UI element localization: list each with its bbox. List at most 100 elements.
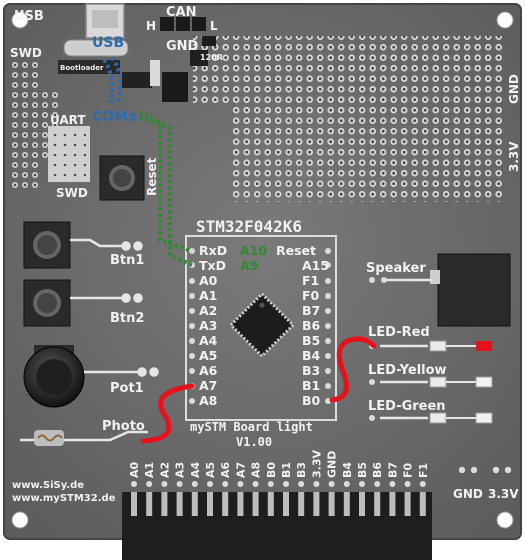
header-pin: [252, 492, 259, 516]
bootloader-label: Bootloader: [60, 64, 104, 72]
board-version: V1.00: [236, 435, 272, 449]
photo-resistor: [34, 430, 64, 446]
header-pin-label: B5: [356, 462, 369, 478]
red-wire-led: [329, 336, 377, 403]
board-subtitle: mySTM Board light: [190, 420, 313, 434]
header-pin-label: A8: [250, 462, 263, 478]
header-pin: [267, 492, 274, 516]
btn1-label: Btn1: [110, 253, 144, 268]
header-pin-label: B3: [295, 462, 308, 478]
overlay-comx-label: COMx: [92, 109, 137, 125]
mcu-pin-label-left: TxD: [199, 258, 226, 273]
mcu-pin-label-left: RxD: [199, 243, 227, 258]
header-pin: [374, 492, 381, 516]
header-hole: [161, 481, 168, 487]
mcu-pin-label-right: F0: [302, 288, 320, 303]
can-header: [160, 17, 206, 31]
header-hole: [237, 481, 244, 487]
header-pin-label: B6: [371, 462, 384, 478]
mcu-pin-holes-right: [325, 248, 331, 404]
header-pin: [176, 492, 183, 516]
mcu-pin-label-right: A15: [302, 258, 329, 273]
control-traces: [20, 238, 159, 442]
ribbon-pins: [131, 492, 426, 516]
mcu-frame: [185, 235, 337, 421]
header-hole: [374, 481, 381, 487]
header-hole: [207, 481, 213, 487]
header-v33-label: 3.3V: [488, 487, 519, 501]
bootloader-jumper: [58, 60, 120, 74]
mcu-pin-label-right: B1: [302, 378, 320, 393]
crystal: [63, 39, 129, 57]
mcu-pin-label-left: A3: [199, 318, 217, 333]
btn2-label: Btn2: [110, 311, 144, 326]
header-pin: [298, 492, 305, 516]
url-mystm32: www.mySTM32.de: [12, 493, 116, 504]
prototype-area: [232, 36, 504, 202]
reset-button: [99, 155, 145, 201]
header-hole: [419, 481, 426, 487]
can-l-label: L: [210, 19, 218, 33]
header-pin: [191, 492, 198, 516]
mcu-pin-label-right: Reset: [276, 243, 316, 258]
potentiometer: [23, 345, 85, 408]
header-hole: [343, 481, 350, 487]
header-pin-label: 3.3V: [310, 450, 323, 478]
header-pin-label: B7: [386, 462, 399, 478]
header-hole: [404, 481, 411, 487]
mcu-chip: [228, 291, 296, 359]
header-hole: [313, 481, 320, 487]
header-pin-label: F1: [417, 463, 430, 478]
mcu-pin-label-right: F1: [302, 273, 319, 288]
header-pin-label: A5: [204, 462, 217, 478]
header-pin: [161, 492, 168, 516]
mcu-pin-label-right: B0: [302, 393, 321, 408]
mcu-pin-label-right: B6: [302, 318, 321, 333]
uart-label: UART: [50, 113, 86, 127]
swd-bottom-label: SWD: [56, 186, 88, 200]
btn1-switch: [23, 221, 71, 269]
mcu-pin-alt-label: A9: [240, 258, 258, 273]
header-hole: [283, 481, 289, 487]
header-hole: [222, 481, 229, 487]
header-pin-label: A0: [128, 461, 141, 478]
mcu-pin-label-left: A6: [199, 363, 218, 378]
swd-top-label: SWD: [10, 46, 42, 60]
header-pin: [419, 492, 426, 516]
ic-can: [190, 50, 208, 66]
header-hole: [131, 481, 137, 487]
header-pin: [207, 492, 213, 516]
gnd-right-label: GND: [507, 74, 521, 104]
r120-label: 120R: [200, 53, 223, 62]
mcu-pin-label-right: B5: [302, 333, 320, 348]
led-red-light: [476, 341, 492, 351]
header-hole: [389, 481, 396, 487]
header-pin: [131, 492, 137, 516]
header-hole: [267, 481, 274, 487]
mcu-pin-label-right: B3: [302, 363, 320, 378]
header-hole: [328, 481, 335, 487]
usb-silk-label: USB: [14, 9, 44, 24]
green-wire-txd: [139, 116, 193, 267]
header-hole: [176, 481, 183, 487]
header-hole: [298, 481, 305, 487]
header-pin: [222, 492, 229, 516]
ic-usb-uart: [162, 72, 188, 102]
header-hole: [146, 481, 153, 487]
header-pin-label: F0: [402, 462, 415, 478]
header-pin-label: A7: [234, 462, 247, 478]
pot1-label: Pot1: [110, 381, 144, 396]
header-pin: [283, 492, 289, 516]
mcu-pin-label-left: A7: [199, 378, 217, 393]
green-wire-rxd: [139, 110, 193, 253]
mcu-pin-label-left: A1: [199, 288, 217, 303]
board-title: STM32F042K6: [196, 217, 302, 236]
v33-right-label: 3.3V: [507, 141, 521, 172]
header-pin-label: A3: [174, 462, 187, 478]
header-pin-label: A4: [189, 461, 202, 478]
header-hole: [191, 481, 198, 487]
header-hole: [359, 481, 365, 487]
